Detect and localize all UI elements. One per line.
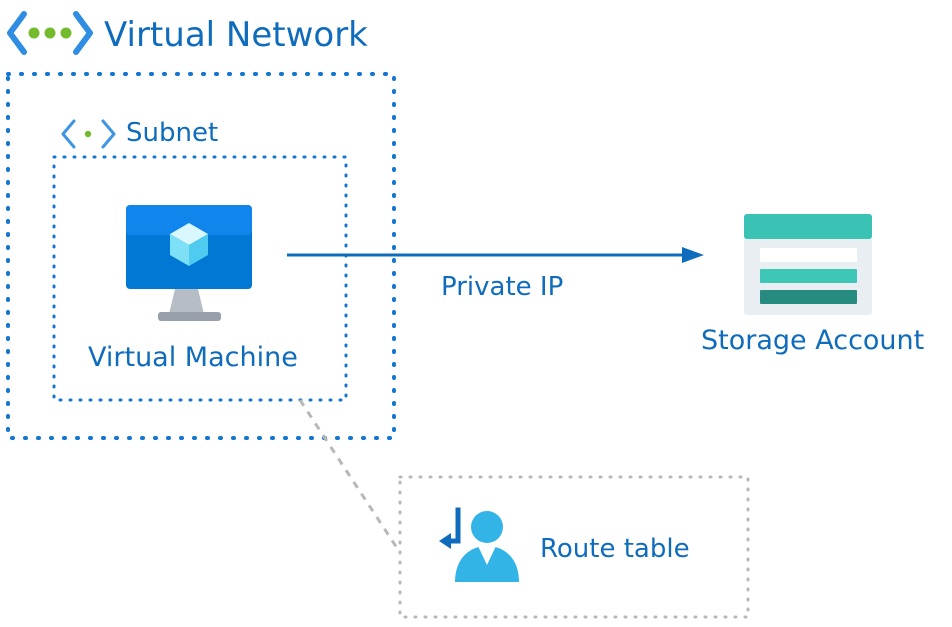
virtual-network-icon xyxy=(7,11,93,55)
subnet-label: Subnet xyxy=(126,118,219,148)
route-table-icon xyxy=(439,507,519,582)
virtual-network-boundary xyxy=(6,72,396,440)
subnet-icon xyxy=(61,119,116,149)
private-ip-label: Private IP xyxy=(441,272,564,302)
storage-account-icon xyxy=(744,214,872,315)
virtual-network-label: Virtual Network xyxy=(104,15,368,55)
storage-account-label: Storage Account xyxy=(701,325,925,356)
route-table-association-line xyxy=(298,399,399,549)
route-table-label: Route table xyxy=(540,534,690,564)
route-table-boundary xyxy=(398,475,750,619)
virtual-machine-label: Virtual Machine xyxy=(88,342,298,373)
virtual-machine-icon xyxy=(126,205,252,321)
subnet-boundary xyxy=(52,155,348,402)
private-ip-arrowhead xyxy=(682,247,704,263)
